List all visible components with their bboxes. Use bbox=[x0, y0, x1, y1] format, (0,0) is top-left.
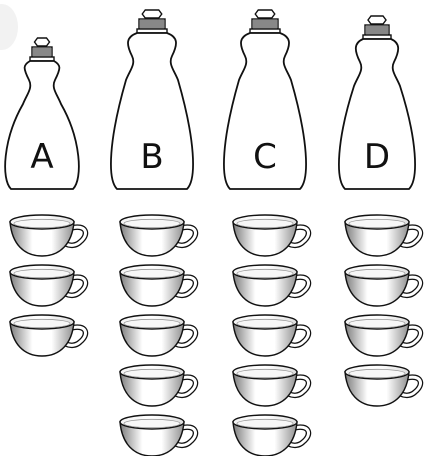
cup bbox=[10, 265, 86, 306]
cup bbox=[233, 315, 309, 356]
bottle-label-b: B bbox=[140, 137, 163, 177]
bottle-cap-knob bbox=[255, 10, 275, 18]
bottles-row: A B C D bbox=[5, 10, 415, 189]
cup bbox=[233, 415, 309, 456]
bottle-d: D bbox=[339, 16, 415, 189]
cup bbox=[345, 315, 421, 356]
cup bbox=[345, 365, 421, 406]
bottle-a: A bbox=[5, 38, 79, 189]
cup bbox=[345, 265, 421, 306]
bottle-label-a: A bbox=[30, 137, 53, 177]
cup bbox=[120, 365, 196, 406]
cup bbox=[10, 215, 86, 256]
cup bbox=[10, 315, 86, 356]
cup bbox=[233, 265, 309, 306]
cup bbox=[120, 265, 196, 306]
bottle-cap-knob bbox=[368, 16, 386, 24]
bottle-label-c: C bbox=[253, 137, 277, 177]
cup bbox=[345, 215, 421, 256]
bottle-label-d: D bbox=[364, 137, 390, 177]
cup bbox=[120, 215, 196, 256]
bottle-cap-knob bbox=[142, 10, 162, 18]
cup bbox=[233, 215, 309, 256]
cup bbox=[120, 415, 196, 456]
bottle-c: C bbox=[224, 10, 306, 189]
bottle-cap-knob bbox=[35, 38, 50, 46]
cup bbox=[233, 365, 309, 406]
cup bbox=[120, 315, 196, 356]
bottle-b: B bbox=[111, 10, 193, 189]
cups-columns bbox=[10, 215, 421, 456]
